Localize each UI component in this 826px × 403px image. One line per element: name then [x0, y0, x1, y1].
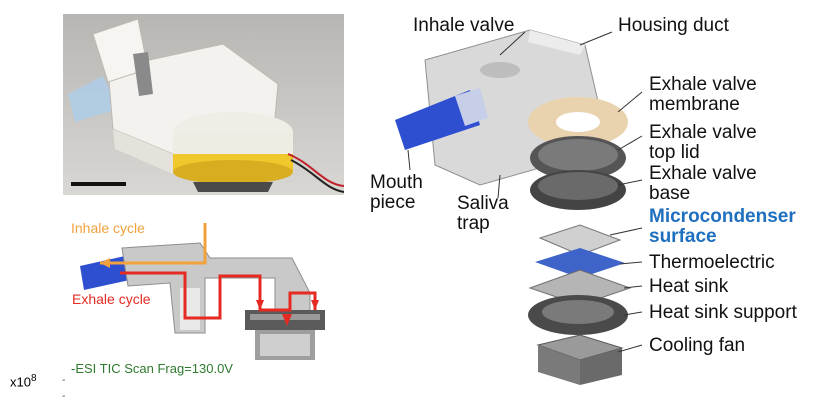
label-saliva-trap-2: trap	[457, 213, 490, 234]
axis-scale-label: x108	[10, 373, 37, 389]
scan-label: -ESI TIC Scan Frag=130.0V	[71, 361, 233, 376]
device-photo-illustration	[63, 14, 344, 195]
label-thermoelectric: Thermoelectric	[649, 252, 775, 273]
label-cooling-fan: Cooling fan	[649, 335, 746, 356]
axis-scale-exponent: 8	[30, 373, 37, 384]
label-exhale-valve-base-1: Exhale valve	[649, 163, 757, 184]
label-heat-sink-support: Heat sink support	[649, 302, 797, 323]
label-exhale-valve-base-2: base	[649, 183, 691, 204]
label-microcondenser-1: Microcondenser	[649, 206, 796, 227]
label-saliva-trap-1: Saliva	[457, 193, 509, 214]
label-heat-sink: Heat sink	[649, 276, 729, 297]
label-mouth-piece-2: piece	[370, 192, 416, 213]
inhale-cycle-label: Inhale cycle	[71, 220, 145, 236]
tick-mark-1: -	[62, 375, 66, 386]
label-exhale-valve-top-lid-1: Exhale valve	[649, 122, 757, 143]
scale-bar	[71, 182, 126, 186]
label-mouth-piece-1: Mouth	[370, 172, 423, 193]
axis-scale-base: x10	[10, 374, 31, 390]
airflow-cycle-diagram	[80, 223, 325, 360]
device-photo	[63, 14, 344, 195]
label-housing-duct: Housing duct	[618, 15, 729, 36]
label-inhale-valve: Inhale valve	[413, 15, 515, 36]
label-exhale-valve-membrane-1: Exhale valve	[649, 74, 757, 95]
exhale-cycle-label: Exhale cycle	[72, 291, 151, 307]
label-exhale-valve-top-lid-2: top lid	[649, 142, 700, 163]
tick-mark-2: -	[62, 391, 66, 402]
exploded-view-illustration	[395, 29, 643, 385]
label-microcondenser-2: surface	[649, 226, 717, 247]
label-exhale-valve-membrane-2: membrane	[649, 94, 740, 115]
